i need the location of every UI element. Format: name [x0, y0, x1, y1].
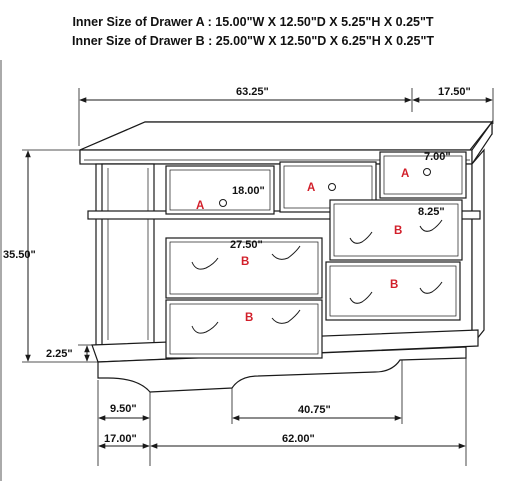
dresser-top-surface — [79, 121, 494, 151]
bail-pull — [349, 291, 373, 304]
drawer-a-size-text: Inner Size of Drawer A : 15.00"W X 12.50… — [72, 15, 434, 29]
knob — [423, 168, 431, 176]
hardware — [191, 168, 443, 334]
dresser-top-side — [471, 120, 493, 166]
dim-base-depth: 17.00" — [104, 433, 137, 445]
drawer-b-size-text: Inner Size of Drawer B : 25.00"W X 12.50… — [71, 34, 435, 48]
bail-pull — [419, 219, 443, 232]
dim-top-depth: 17.50" — [438, 86, 471, 98]
bail-pull — [271, 245, 301, 260]
knob — [219, 199, 227, 207]
dim-base-opening: 40.75" — [298, 404, 331, 416]
dim-total-height: 35.50" — [3, 249, 36, 261]
dim-drawer-a-height: 7.00" — [424, 151, 451, 163]
knob — [328, 183, 336, 191]
bail-pull — [191, 321, 219, 334]
drawer-label-a: A — [196, 200, 204, 212]
dim-drawer-a-width: 18.00" — [232, 185, 265, 197]
dim-base-width: 62.00" — [282, 433, 315, 445]
drawer-label-a: A — [401, 168, 409, 180]
drawer-label-a: A — [307, 182, 315, 194]
dim-top-width: 63.25" — [236, 86, 269, 98]
bail-pull — [191, 257, 219, 270]
drawer-label-b: B — [245, 312, 253, 324]
drawer-label-b: B — [241, 256, 249, 268]
dim-leg-width: 9.50" — [110, 403, 137, 415]
bail-pull — [271, 309, 301, 324]
bail-pull — [349, 231, 373, 244]
dresser-side-panel — [471, 148, 485, 347]
dim-drawer-b-width: 27.50" — [230, 239, 263, 251]
dim-leg-height: 2.25" — [46, 348, 73, 360]
drawers — [165, 151, 467, 359]
drawer-label-b: B — [394, 225, 402, 237]
bail-pull — [419, 281, 443, 294]
dim-drawer-b-height: 8.25" — [418, 206, 445, 218]
drawer-label-b: B — [390, 279, 398, 291]
